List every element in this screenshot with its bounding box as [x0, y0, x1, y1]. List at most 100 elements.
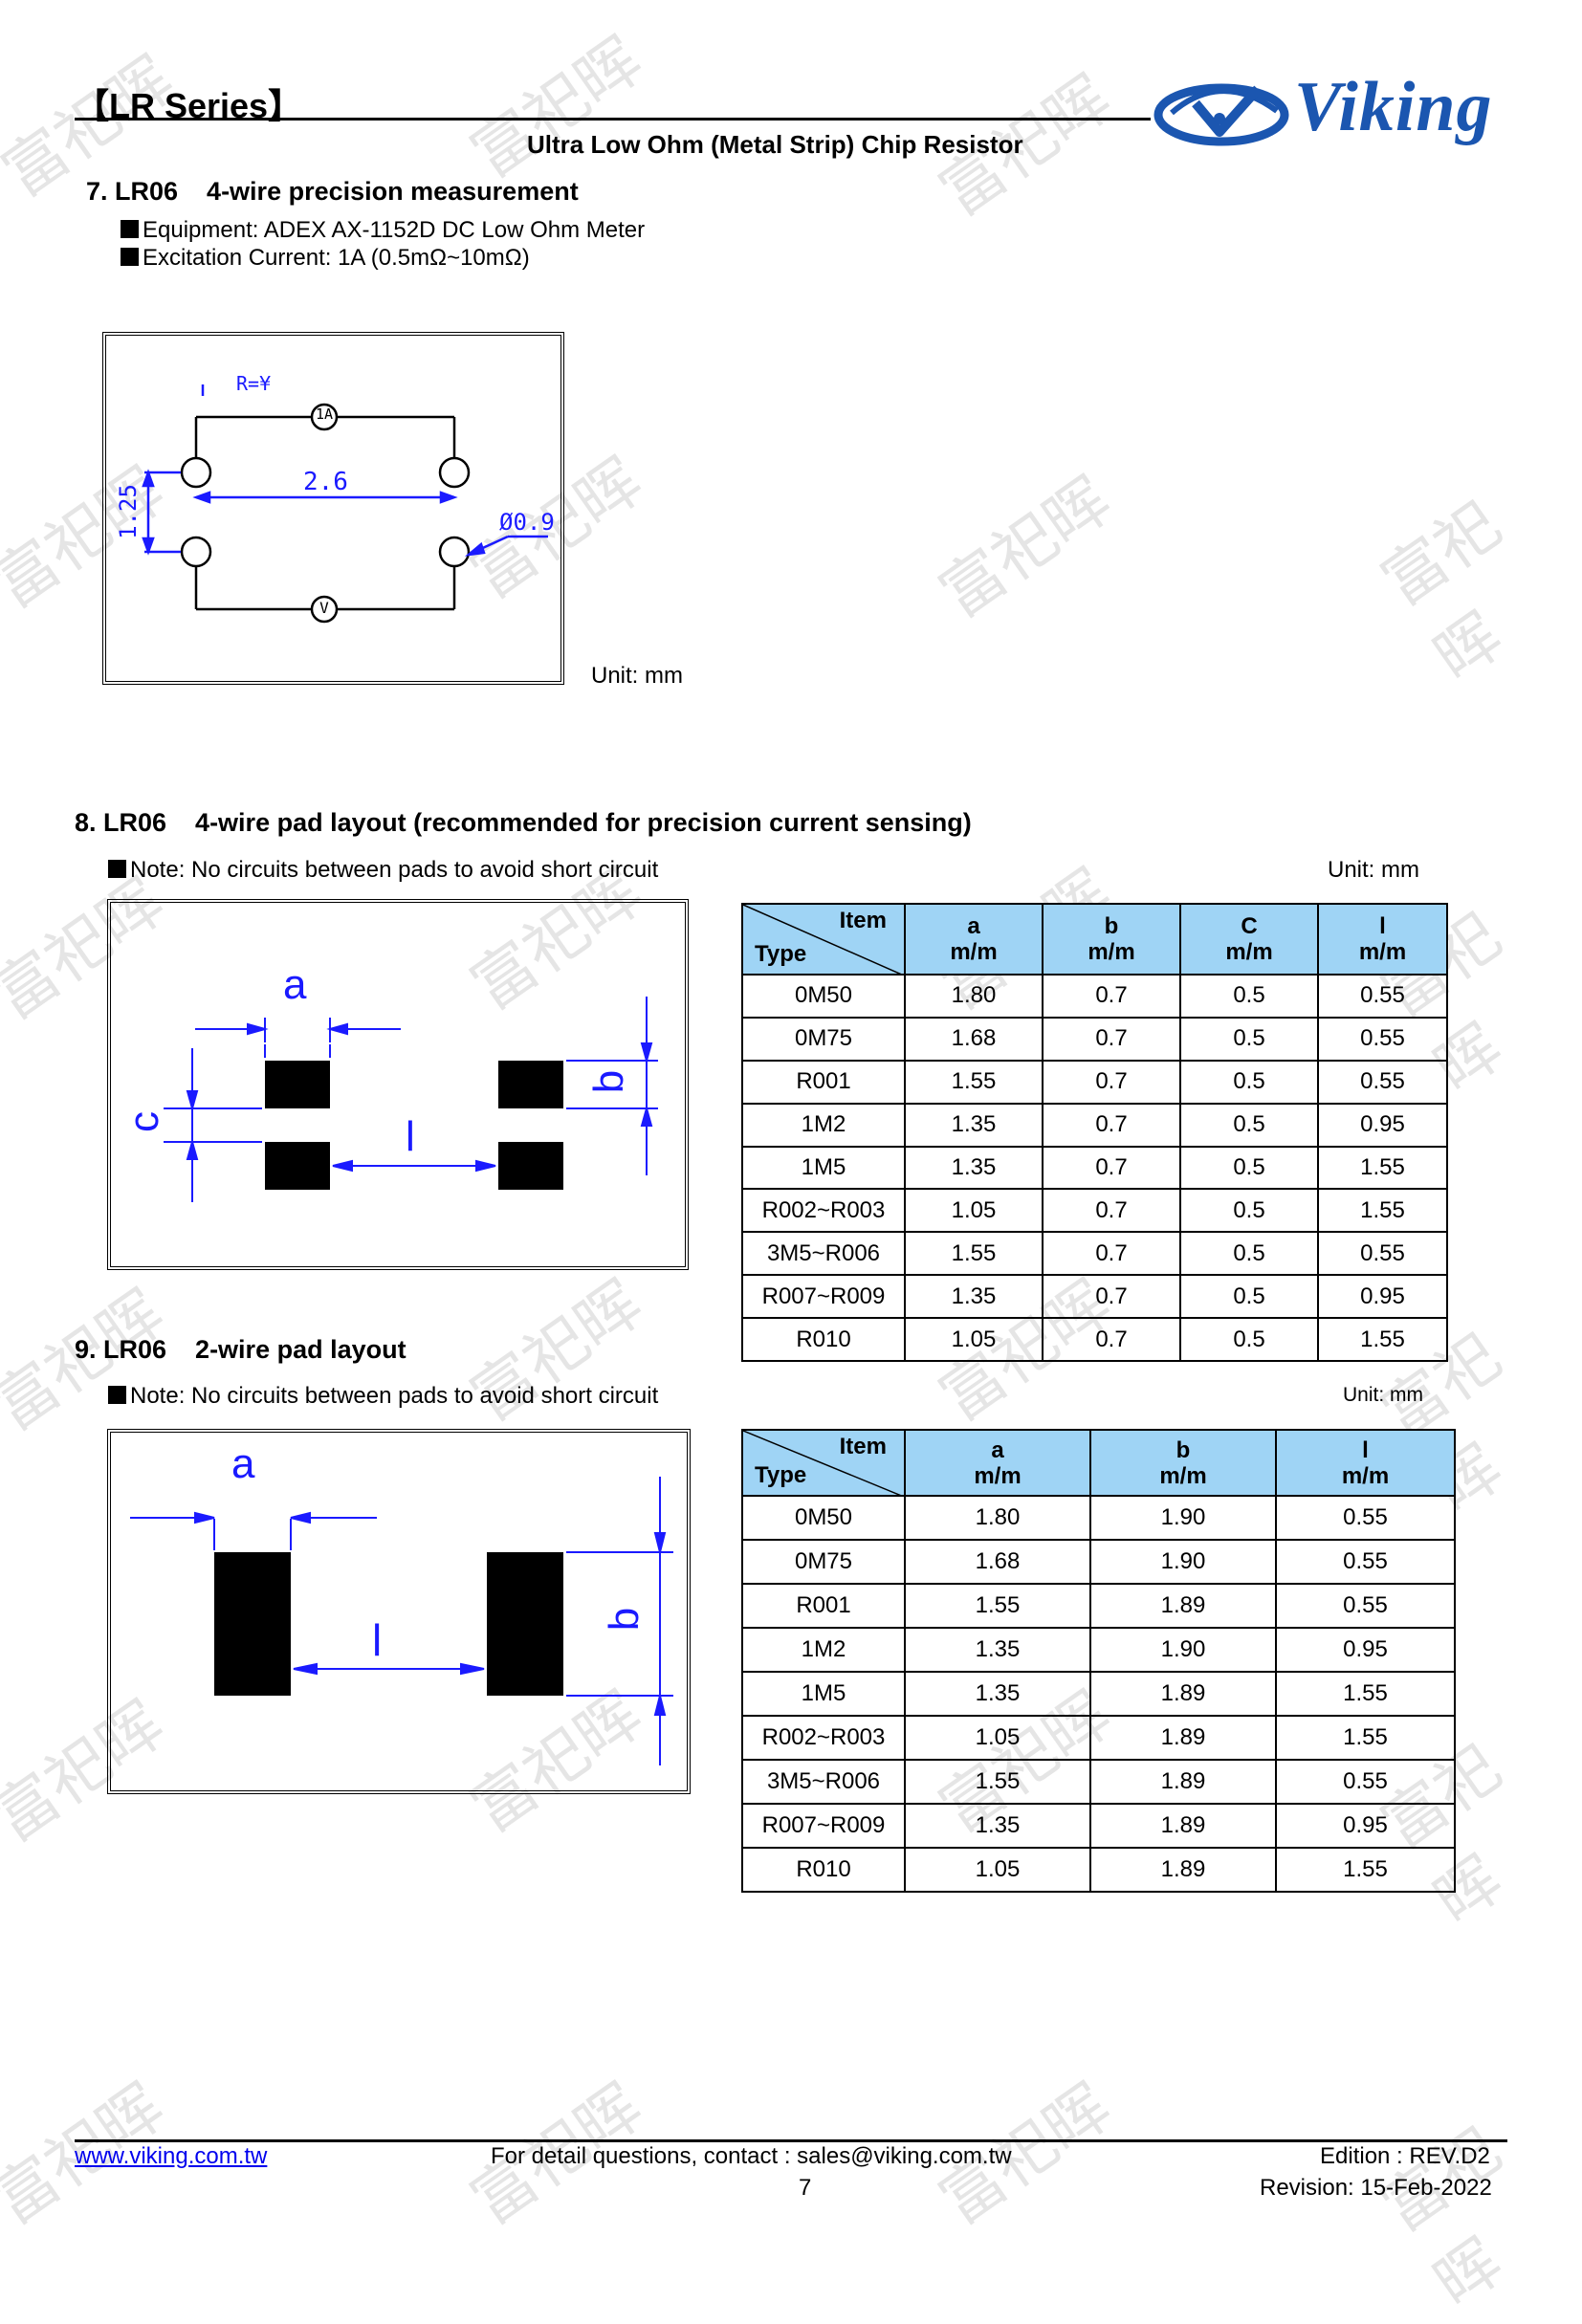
column-header-unit: m/m [1341, 1462, 1390, 1489]
value-cell: 1.89 [1089, 1759, 1277, 1805]
value-cell: 1.05 [904, 1317, 1044, 1363]
type-cell: R001 [741, 1059, 906, 1105]
value-cell: 1.90 [1089, 1627, 1277, 1673]
watermark: 富祀晖 [457, 23, 656, 192]
value-cell: 0.5 [1179, 1016, 1319, 1062]
dimension-l-label: l [406, 1113, 415, 1160]
value-cell: 1.55 [1275, 1847, 1456, 1893]
column-header-unit: m/m [974, 1462, 1022, 1489]
value-cell: 1.05 [904, 1847, 1091, 1893]
type-cell: R002~R003 [741, 1188, 906, 1234]
value-cell: 0.5 [1179, 974, 1319, 1019]
value-cell: 1.35 [904, 1102, 1044, 1148]
type-cell: 0M75 [741, 1539, 906, 1585]
value-cell: 0.55 [1317, 1231, 1448, 1277]
equipment-text: Equipment: ADEX AX-1152D DC Low Ohm Mete… [143, 217, 646, 243]
type-cell: 3M5~R006 [741, 1231, 906, 1277]
watermark: 富祀晖 [926, 463, 1125, 632]
ammeter-label: 1A [315, 406, 334, 423]
value-cell: 1.05 [904, 1188, 1044, 1234]
value-cell: 1.55 [1317, 1145, 1448, 1191]
value-cell: 1.35 [904, 1627, 1091, 1673]
value-cell: 0.95 [1317, 1274, 1448, 1320]
column-header-unit: m/m [950, 939, 998, 965]
series-title: 【LR Series】 [75, 86, 303, 125]
value-cell: 1.55 [904, 1059, 1044, 1105]
resistance-label: R=¥ [236, 372, 272, 395]
dimension-a-label: a [283, 961, 307, 1008]
value-cell: 0.7 [1042, 1145, 1181, 1191]
section-8-title: 8. LR06 4-wire pad layout (recommended f… [75, 808, 972, 837]
dimension-b-label: b [585, 1069, 633, 1094]
dimension-b-label: b [601, 1607, 648, 1632]
type-cell: R010 [741, 1317, 906, 1363]
value-cell: 1.80 [904, 1495, 1091, 1541]
value-cell: 0.7 [1042, 1102, 1181, 1148]
value-cell: 0.55 [1317, 974, 1448, 1019]
value-cell: 1.89 [1089, 1671, 1277, 1717]
value-cell: 1.55 [1275, 1715, 1456, 1761]
value-cell: 0.5 [1179, 1188, 1319, 1234]
value-cell: 0.95 [1275, 1803, 1456, 1849]
table-corner-cell: Item Type [741, 903, 906, 976]
column-header-name: a [967, 913, 980, 939]
value-cell: 0.5 [1179, 1145, 1319, 1191]
dimension-a-label: a [231, 1440, 255, 1487]
value-cell: 0.55 [1317, 1016, 1448, 1062]
column-header-unit: m/m [1159, 1462, 1207, 1489]
value-cell: 0.95 [1275, 1627, 1456, 1673]
section-9-unit: Unit: mm [1343, 1384, 1423, 1406]
contact-info: For detail questions, contact : sales@vi… [491, 2143, 1012, 2169]
value-cell: 1.68 [904, 1539, 1091, 1585]
section-9-note-text: Note: No circuits between pads to avoid … [130, 1383, 659, 1409]
value-cell: 1.89 [1089, 1803, 1277, 1849]
section-8-unit: Unit: mm [1328, 857, 1419, 883]
logo-wordmark: Viking [1294, 68, 1493, 146]
value-cell: 1.89 [1089, 1847, 1277, 1893]
footer-rule [75, 2139, 1507, 2142]
header-rule [75, 118, 1151, 121]
section-8-note: Note: No circuits between pads to avoid … [108, 857, 658, 884]
current-line: Excitation Current: 1A (0.5mΩ~10mΩ) [121, 245, 530, 272]
corner-diagonal [743, 1431, 904, 1497]
bullet-icon [121, 248, 139, 266]
value-cell: 0.55 [1275, 1759, 1456, 1805]
corner-type-label: Type [755, 1462, 807, 1488]
value-cell: 0.7 [1042, 974, 1181, 1019]
corner-type-label: Type [755, 941, 807, 967]
value-cell: 0.5 [1179, 1317, 1319, 1363]
value-cell: 0.5 [1179, 1102, 1319, 1148]
website-link[interactable]: www.viking.com.tw [75, 2143, 268, 2169]
value-cell: 1.35 [904, 1671, 1091, 1717]
bullet-icon [121, 220, 139, 238]
value-cell: 1.55 [904, 1231, 1044, 1277]
pad-layout-2wire-svg [130, 1477, 673, 1765]
dimension-l-label: l [372, 1615, 383, 1665]
value-cell: 0.5 [1179, 1231, 1319, 1277]
type-cell: R007~R009 [741, 1274, 906, 1320]
value-cell: 0.55 [1275, 1495, 1456, 1541]
column-header-name: a [991, 1436, 1004, 1463]
bullet-icon [108, 1386, 126, 1404]
value-cell: 0.7 [1042, 1059, 1181, 1105]
value-cell: 1.05 [904, 1715, 1091, 1761]
type-cell: R002~R003 [741, 1715, 906, 1761]
revision-info: Revision: 15-Feb-2022 [1260, 2175, 1492, 2201]
type-cell: 0M50 [741, 974, 906, 1019]
value-cell: 1.89 [1089, 1715, 1277, 1761]
